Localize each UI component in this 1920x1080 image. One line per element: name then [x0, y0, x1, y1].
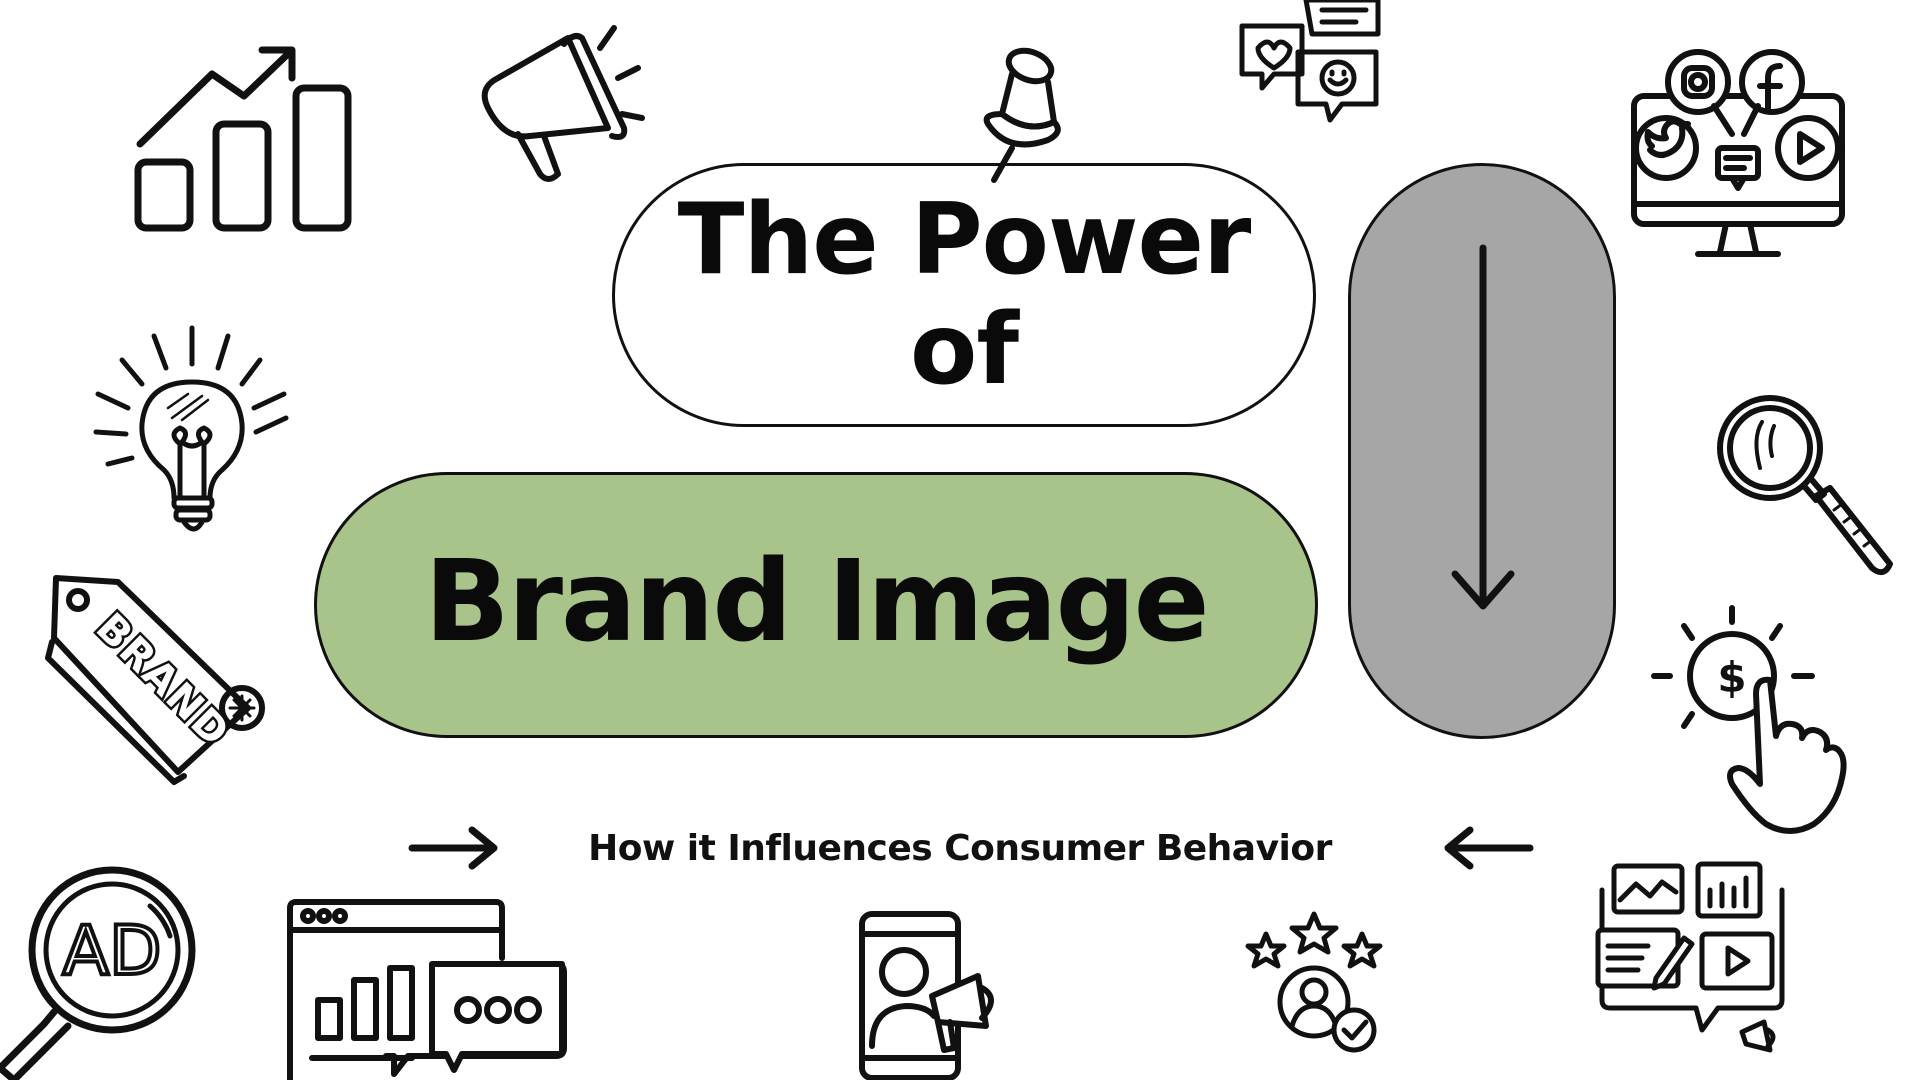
side-pill: [1348, 163, 1616, 739]
dollar-symbol: $: [1717, 653, 1746, 702]
magnifier-icon: [1717, 395, 1893, 576]
title-pill-top: The Power of: [612, 163, 1316, 427]
left-arrow-icon: [1444, 826, 1534, 870]
title-pill-main: Brand Image: [314, 472, 1318, 738]
title-line-3: Brand Image: [424, 537, 1209, 667]
social-media-monitor-icon: [1631, 49, 1845, 257]
dollar-click-icon: $: [1651, 605, 1847, 834]
phone-video-icon: [859, 911, 994, 1080]
right-arrow-icon: [408, 826, 498, 870]
browser-analytics-icon: [287, 899, 567, 1080]
rating-user-icon: [1245, 911, 1383, 1053]
ad-search-icon: AD: [0, 866, 196, 1080]
down-arrow-icon: [1451, 244, 1515, 610]
chat-bubbles-icon: [1239, 0, 1381, 123]
megaphone-icon: [481, 25, 645, 182]
subtitle: How it Influences Consumer Behavior: [588, 828, 1332, 869]
title-line-1: The Power: [677, 183, 1252, 297]
growth-chart-icon: [134, 46, 352, 232]
brand-tag-icon: BRAND: [45, 575, 265, 785]
lightbulb-icon: [93, 325, 289, 532]
title-line-2: of: [910, 293, 1019, 407]
ad-lens-label: AD: [63, 912, 162, 991]
content-media-icon: [1595, 861, 1785, 1053]
push-pin-icon: [983, 47, 1061, 183]
